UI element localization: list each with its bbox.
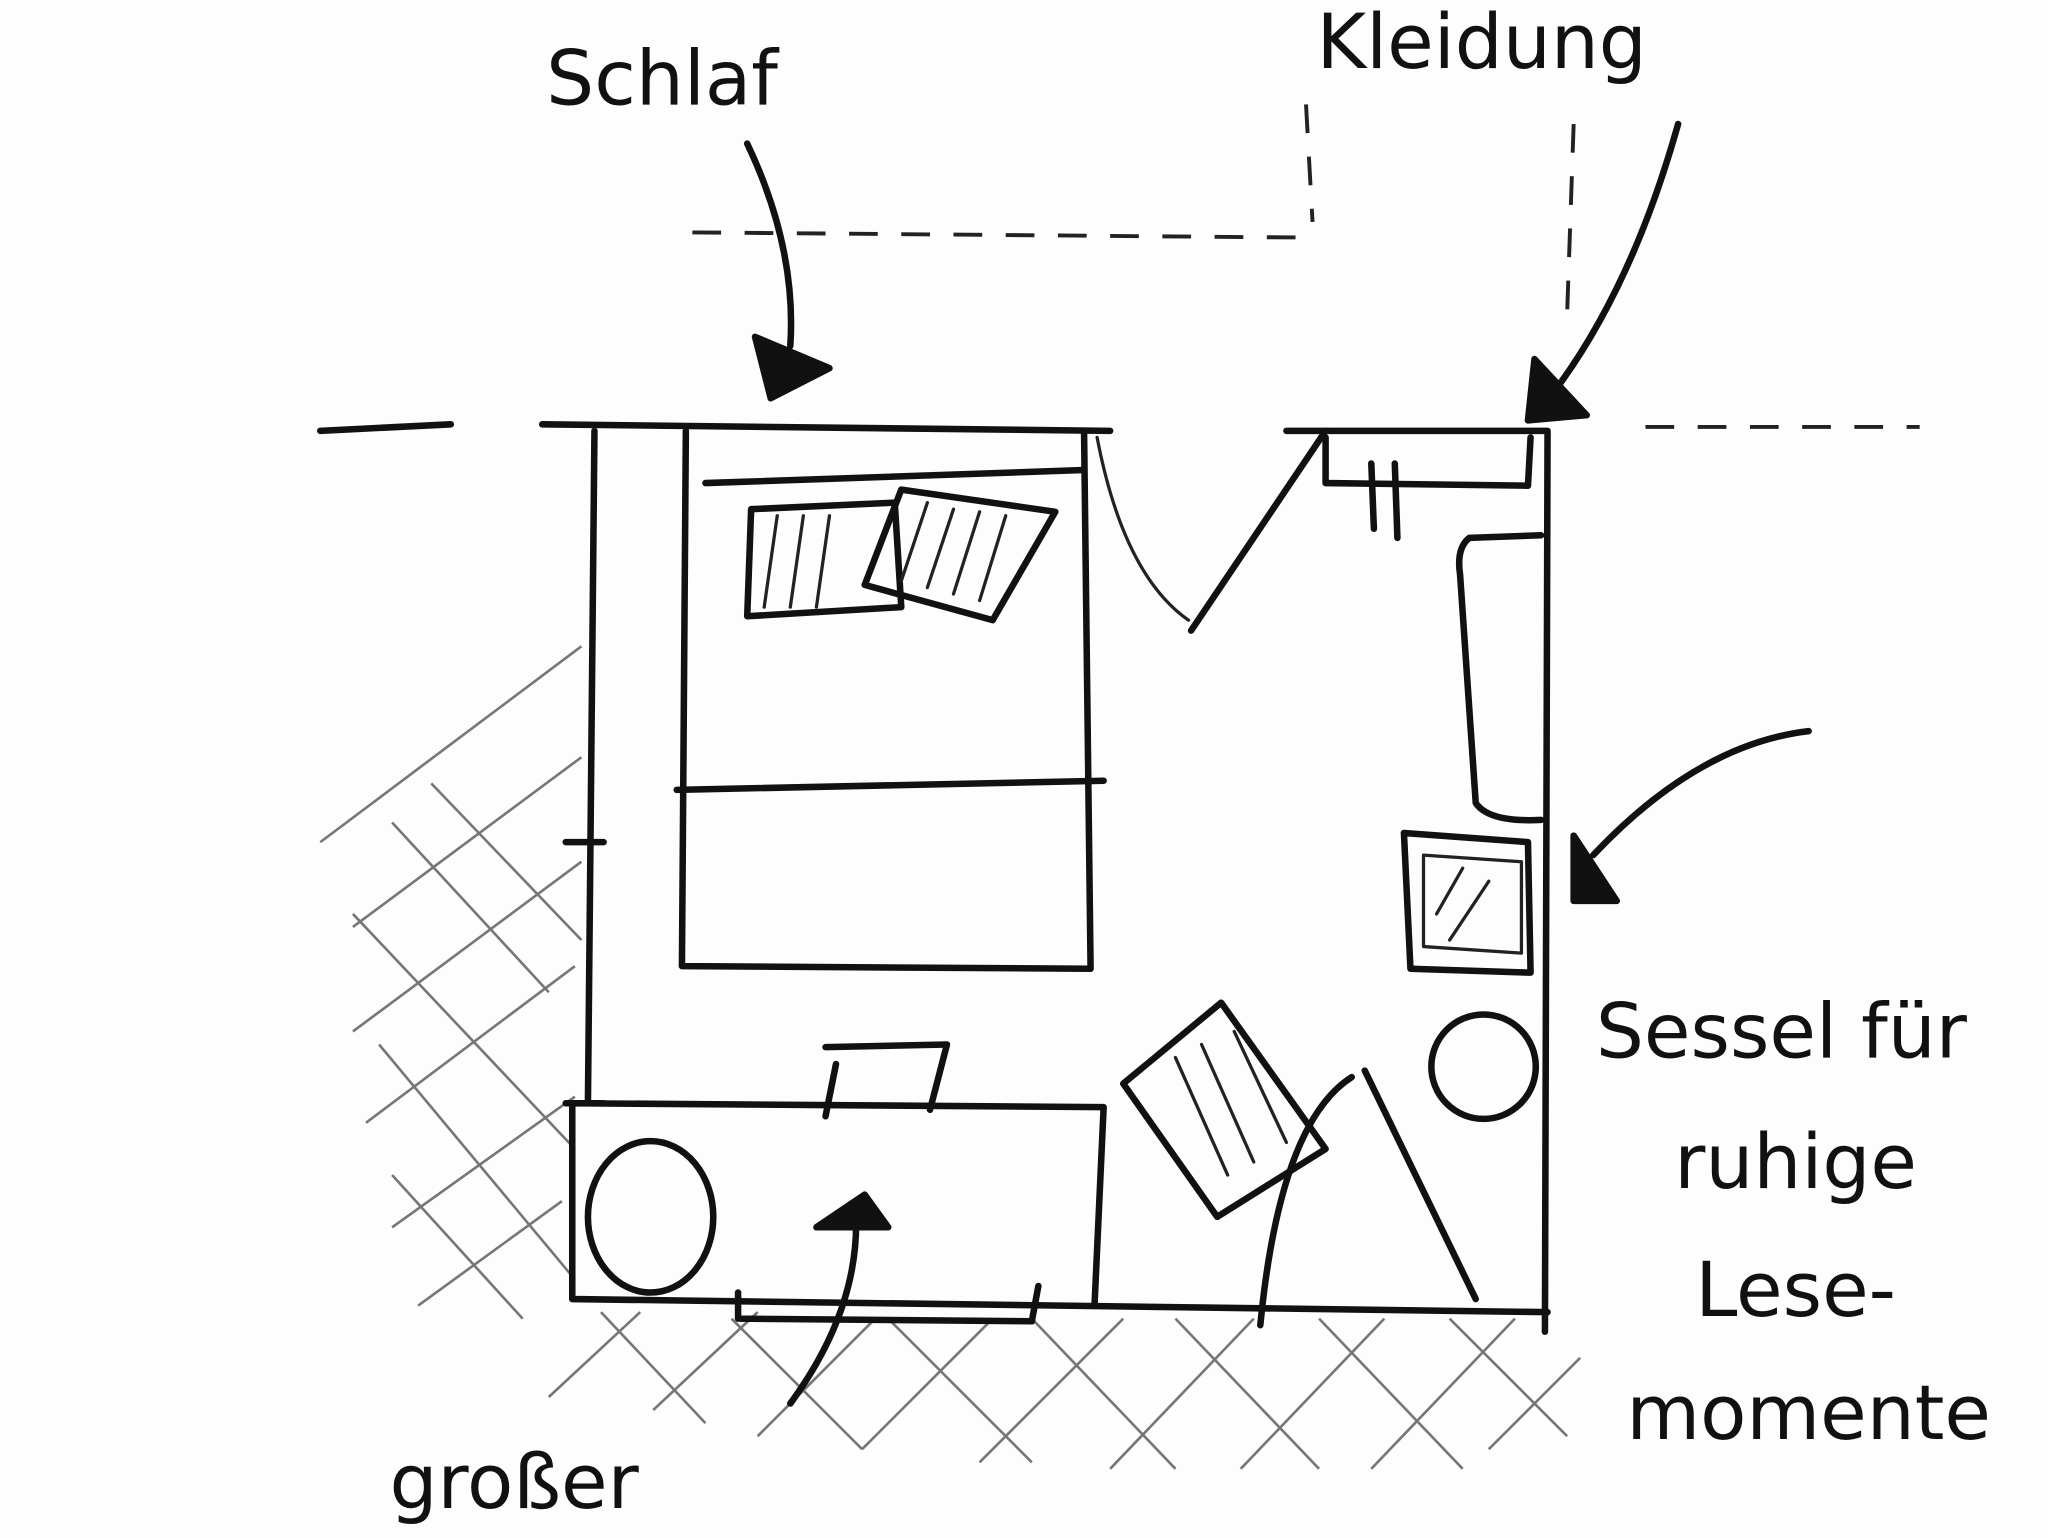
arrows bbox=[743, 120, 1812, 1407]
reading-armchair bbox=[1119, 999, 1480, 1329]
round-stool bbox=[1428, 1011, 1540, 1123]
door bbox=[1095, 427, 1329, 634]
label-kleidung: Kleidung bbox=[1316, 0, 1646, 86]
outdoor-hatching bbox=[319, 645, 1582, 1470]
dashed-boundary bbox=[317, 104, 1920, 435]
label-reading-1: Sessel für bbox=[1596, 988, 1968, 1076]
desk bbox=[584, 1041, 1042, 1325]
label-reading-4: momente bbox=[1626, 1369, 1991, 1457]
bed bbox=[673, 427, 1107, 973]
label-schlaf: Schlaf bbox=[546, 34, 780, 122]
room-walls bbox=[538, 421, 1551, 1335]
label-reading-3: Lese- bbox=[1695, 1246, 1896, 1334]
label-grosser: großer bbox=[389, 1438, 639, 1526]
sofa bbox=[1455, 532, 1545, 824]
label-reading-2: ruhige bbox=[1674, 1118, 1917, 1206]
side-table bbox=[1400, 829, 1534, 976]
wardrobe bbox=[1322, 434, 1534, 542]
